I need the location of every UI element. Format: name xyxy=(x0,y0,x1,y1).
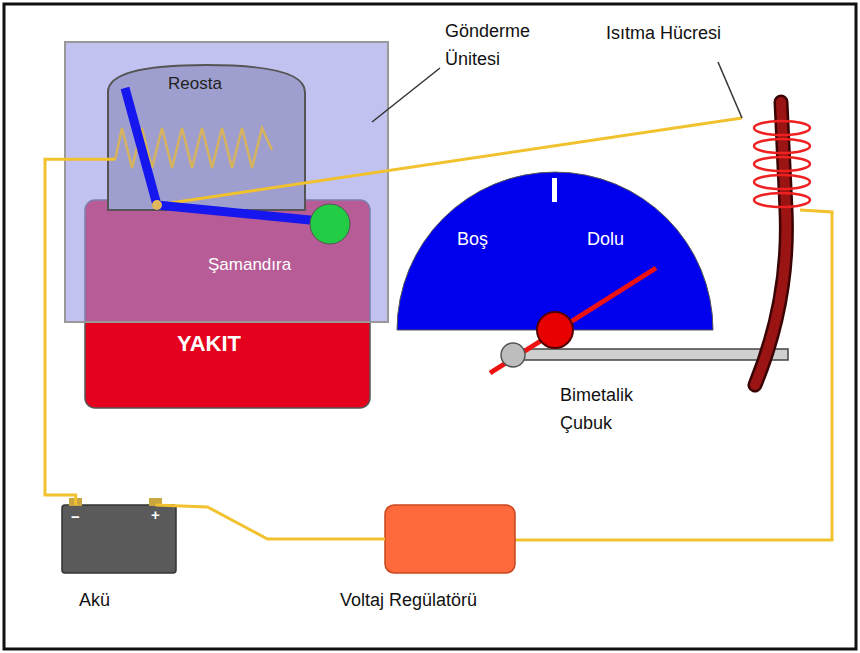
wire xyxy=(45,159,115,505)
heating-rod xyxy=(755,102,786,385)
battery-body xyxy=(62,505,176,573)
battery-node: −+Akü xyxy=(62,505,176,573)
coil-winding xyxy=(754,157,810,171)
leader-line xyxy=(372,68,440,122)
node-text: Reosta xyxy=(168,73,222,94)
wire xyxy=(157,118,742,205)
float-arm xyxy=(125,88,330,222)
heating-coil xyxy=(754,121,810,207)
callout-label: Isıtma Hücresi xyxy=(606,20,746,48)
sending-unit-box xyxy=(65,42,388,322)
node-text: Voltaj Regülatörü xyxy=(340,589,477,612)
rheostat-node: Reosta xyxy=(108,65,305,210)
wire xyxy=(155,505,385,539)
coil-winding xyxy=(754,121,810,135)
voltage-regulator xyxy=(385,505,515,573)
bimetal-bar xyxy=(513,349,788,360)
frame xyxy=(4,4,856,649)
node-text: − xyxy=(71,508,80,527)
regulator-node: Voltaj Regülatörü xyxy=(385,505,515,573)
heating-rod xyxy=(755,102,786,385)
gauge-dial-node: Boş Dolu xyxy=(397,172,713,330)
callout-label: Gönderme Ünitesi xyxy=(445,18,565,74)
gauge-tick xyxy=(552,178,557,202)
pivot xyxy=(152,200,162,210)
node-text: Dolu xyxy=(587,228,624,251)
gauge-dial xyxy=(397,172,713,330)
node-text: Boş xyxy=(457,228,488,251)
coil-winding xyxy=(754,193,810,207)
fuel-tank-node: YAKIT xyxy=(85,200,370,408)
node-text: Akü xyxy=(79,589,110,612)
node-text: + xyxy=(151,506,160,525)
wires xyxy=(157,118,832,540)
part-label: Şamandıra xyxy=(208,252,328,278)
leader-line xyxy=(718,62,742,118)
coil-winding xyxy=(754,175,810,189)
float xyxy=(310,204,350,244)
gauge-needle xyxy=(490,268,656,373)
part-label: Bimetalik Çubuk xyxy=(560,382,670,438)
coil-winding xyxy=(754,139,810,153)
node-text: YAKIT xyxy=(177,330,241,358)
bar-pivot xyxy=(501,343,525,367)
needle-hub xyxy=(537,312,573,348)
